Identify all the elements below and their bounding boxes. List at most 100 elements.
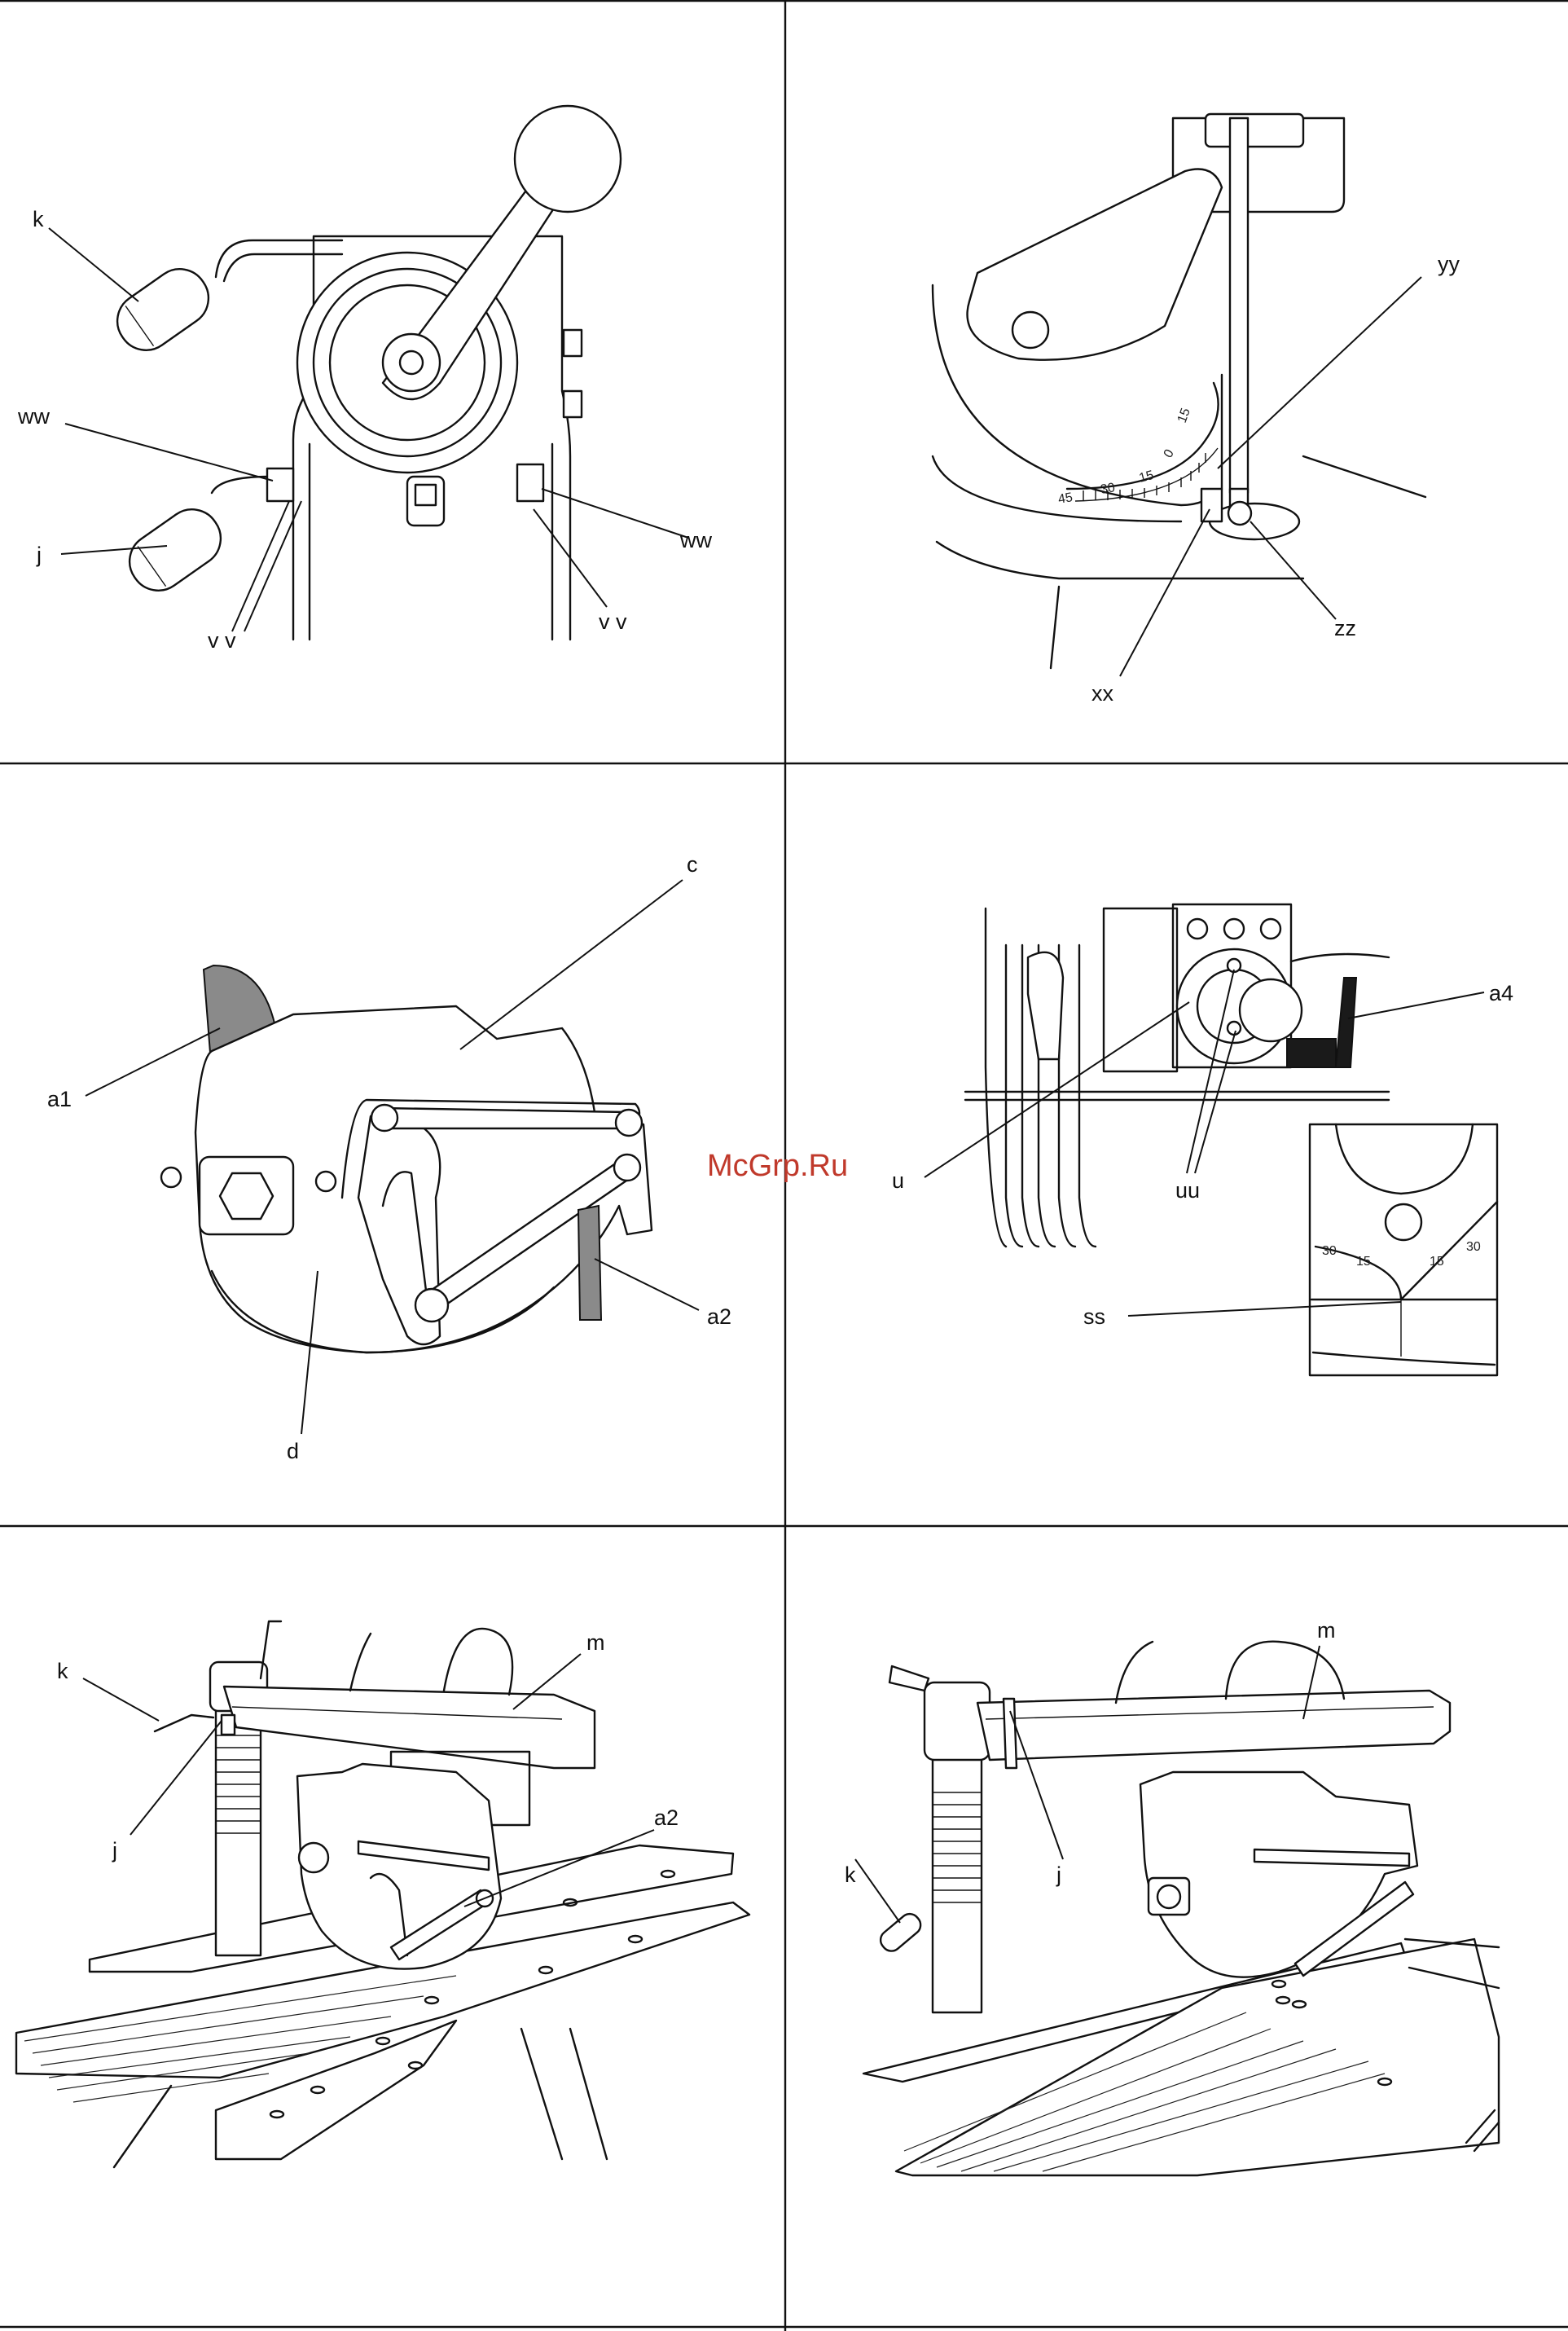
screwdriver-shaft <box>1230 118 1248 493</box>
crank-hub <box>383 334 440 391</box>
bevel-lock-boss <box>1240 979 1302 1041</box>
pointer-a4-arm <box>1336 978 1356 1067</box>
handle-j-grip <box>119 499 231 601</box>
leader-k-right <box>855 1859 900 1923</box>
label-xx: xx <box>1091 681 1114 706</box>
screw-uu-lower <box>1228 1022 1241 1035</box>
label-d: d <box>287 1439 299 1463</box>
label-vv-right: v v <box>599 609 627 634</box>
inset-tick-30-left: 30 <box>1322 1244 1337 1258</box>
anti-kickback-a2 <box>578 1206 601 1320</box>
power-cables <box>350 1629 512 1695</box>
pivot-upper-left <box>371 1105 397 1131</box>
nut-ww-right <box>517 464 543 501</box>
label-k: k <box>33 207 44 231</box>
label-a2: a2 <box>707 1304 731 1329</box>
pivot-lower-right <box>614 1155 640 1181</box>
label-j: j <box>36 543 42 567</box>
handle-j-right <box>1004 1699 1017 1768</box>
top-bolt-3 <box>1261 919 1280 939</box>
label-a4: a4 <box>1489 981 1513 1005</box>
inset-base-arc <box>1313 1352 1495 1365</box>
inset-tick-15-right: 15 <box>1430 1255 1444 1269</box>
nut-ww-left <box>267 468 293 501</box>
label-j-right: j <box>1056 1863 1061 1887</box>
pivot-lower <box>415 1289 448 1322</box>
screw-plate <box>1210 504 1299 539</box>
handle-k-grip-right <box>876 1910 925 1955</box>
scale-tick-15: 15 <box>1138 468 1156 486</box>
cable-line <box>1291 954 1389 961</box>
inset-tick-15-left: 15 <box>1356 1255 1371 1269</box>
leader-ww-right <box>542 489 688 538</box>
screw-zz <box>1228 502 1251 525</box>
handle-k-grip <box>107 258 219 361</box>
column-left-edge <box>986 908 1006 1247</box>
label-ww-left: ww <box>17 404 50 429</box>
handle-k-rod-inner <box>224 254 342 281</box>
label-vv-left: v v <box>208 628 236 653</box>
leader-k <box>83 1678 159 1721</box>
pivot-upper-right <box>616 1110 642 1136</box>
radial-arm <box>968 169 1223 360</box>
label-k-right: k <box>845 1863 856 1887</box>
label-uu: uu <box>1175 1178 1200 1203</box>
leader-j <box>130 1721 222 1835</box>
label-j: j <box>112 1838 117 1863</box>
pointer-a4 <box>1287 1039 1336 1067</box>
inset-bolt <box>1386 1204 1421 1240</box>
top-bolt-2 <box>1224 919 1244 939</box>
label-ww-right: ww <box>679 528 712 552</box>
handle-k-grip <box>155 1715 213 1731</box>
motor-frame <box>1104 908 1177 1071</box>
watermark: McGrp.Ru <box>707 1149 848 1183</box>
column-inner-lines <box>310 444 552 640</box>
guard-knob <box>161 1168 181 1187</box>
label-k: k <box>57 1659 68 1683</box>
indicator-xx <box>1201 489 1222 521</box>
column-head-right <box>925 1682 990 1760</box>
crank-lever-right <box>889 1666 929 1691</box>
panel-3-blade-guard-illustration: c a1 a2 d <box>47 852 731 1463</box>
panel-4-bevel-lock-illustration: 30 15 15 30 a4 u uu ss <box>892 904 1513 1375</box>
label-yy: yy <box>1438 252 1460 276</box>
handle-j-block <box>222 1715 235 1735</box>
label-m: m <box>586 1630 605 1655</box>
leader-xx <box>1120 509 1210 676</box>
saw-blade-guard-right <box>1140 1772 1417 1977</box>
column-cap <box>1206 114 1303 147</box>
arbor-nut <box>299 1843 328 1872</box>
arbor-housing-right <box>1149 1878 1189 1915</box>
top-bolt-1 <box>1188 919 1207 939</box>
inset-tick-30-right: 30 <box>1466 1240 1481 1254</box>
leader-ss <box>1128 1302 1401 1316</box>
label-ss: ss <box>1083 1304 1105 1329</box>
nut-upper-right <box>564 330 582 356</box>
leader-vv-left-a <box>232 501 289 631</box>
scale-tick-0: 0 <box>1162 447 1177 460</box>
label-m-right: m <box>1317 1618 1336 1643</box>
label-a2: a2 <box>654 1805 679 1830</box>
crank-knob-disc <box>515 106 621 212</box>
handle-k-rod <box>216 240 342 277</box>
turntable-lower-edge <box>933 456 1181 521</box>
lever-plate <box>1028 952 1063 1059</box>
panel-5-saw-perspective-illustration: k m a2 j <box>16 1621 749 2167</box>
upper-push-rod <box>383 1108 627 1128</box>
label-c: c <box>687 852 698 877</box>
leader-a4 <box>1348 992 1484 1018</box>
inset-scale-right <box>1401 1202 1497 1300</box>
nut-mid-right <box>564 391 582 417</box>
inset-arc <box>1336 1124 1473 1194</box>
panel-6-saw-perspective-illustration: m k j <box>845 1618 1499 2175</box>
label-a1: a1 <box>47 1087 72 1111</box>
label-u: u <box>892 1168 904 1193</box>
panel-1-handles-illustration: k ww j v v v v ww <box>17 106 712 653</box>
leader-k <box>49 228 138 301</box>
arbor-hex-nut <box>220 1173 273 1219</box>
scale-tick-15-right: 15 <box>1175 407 1193 425</box>
panel-2-miter-scale-illustration: 45 30 15 0 15 yy zz xx <box>933 114 1460 706</box>
leader-zz <box>1250 521 1336 619</box>
scale-tick-45: 45 <box>1057 490 1074 507</box>
